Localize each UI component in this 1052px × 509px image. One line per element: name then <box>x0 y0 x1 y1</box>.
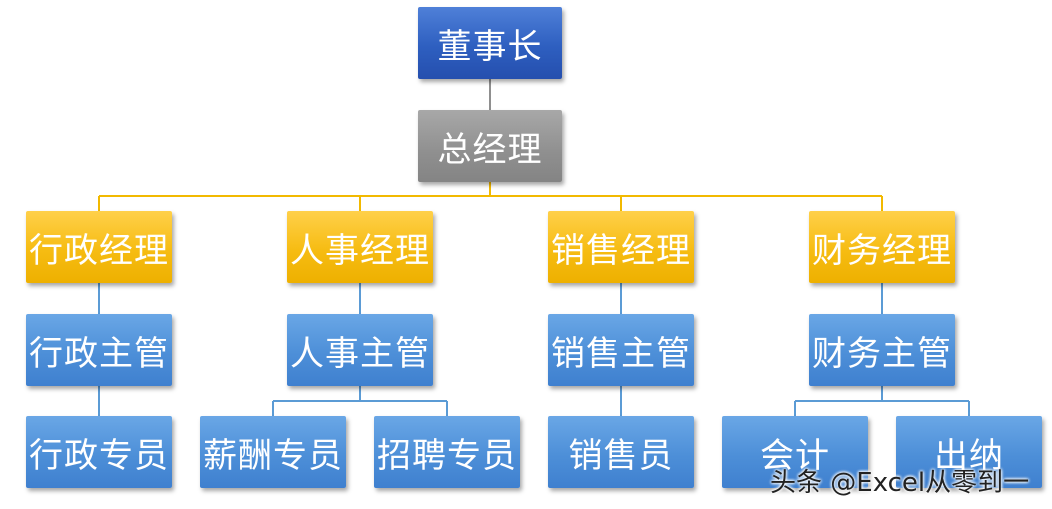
node-admin-supervisor: 行政主管 <box>26 314 172 386</box>
node-sales-manager: 销售经理 <box>548 211 694 283</box>
node-label: 销售员 <box>568 435 674 476</box>
node-payroll-staff: 薪酬专员 <box>200 416 346 488</box>
node-label: 行政主管 <box>29 333 169 374</box>
node-label: 财务主管 <box>812 333 952 374</box>
watermark-text: 头条 @Excel从零到一 <box>770 468 1030 498</box>
node-label: 招聘专员 <box>377 435 517 476</box>
node-label: 销售经理 <box>551 230 691 271</box>
node-general-manager: 总经理 <box>418 110 562 182</box>
node-label: 薪酬专员 <box>203 435 343 476</box>
node-recruitment-staff: 招聘专员 <box>374 416 520 488</box>
node-label: 人事经理 <box>290 230 430 271</box>
node-accountant: 会计 <box>722 416 868 488</box>
node-finance-manager: 财务经理 <box>809 211 955 283</box>
node-finance-supervisor: 财务主管 <box>809 314 955 386</box>
node-label: 行政经理 <box>29 230 169 271</box>
node-admin-manager: 行政经理 <box>26 211 172 283</box>
node-sales-staff: 销售员 <box>548 416 694 488</box>
node-hr-supervisor: 人事主管 <box>287 314 433 386</box>
node-label: 出纳 <box>934 435 1004 476</box>
node-chairman: 董事长 <box>418 7 562 79</box>
node-admin-staff: 行政专员 <box>26 416 172 488</box>
node-label: 行政专员 <box>29 435 169 476</box>
node-label: 会计 <box>760 435 830 476</box>
node-label: 总经理 <box>437 129 543 170</box>
node-label: 财务经理 <box>812 230 952 271</box>
node-label: 董事长 <box>437 26 543 67</box>
node-label: 人事主管 <box>290 333 430 374</box>
node-label: 销售主管 <box>551 333 691 374</box>
node-hr-manager: 人事经理 <box>287 211 433 283</box>
node-cashier: 出纳 <box>896 416 1042 488</box>
node-sales-supervisor: 销售主管 <box>548 314 694 386</box>
